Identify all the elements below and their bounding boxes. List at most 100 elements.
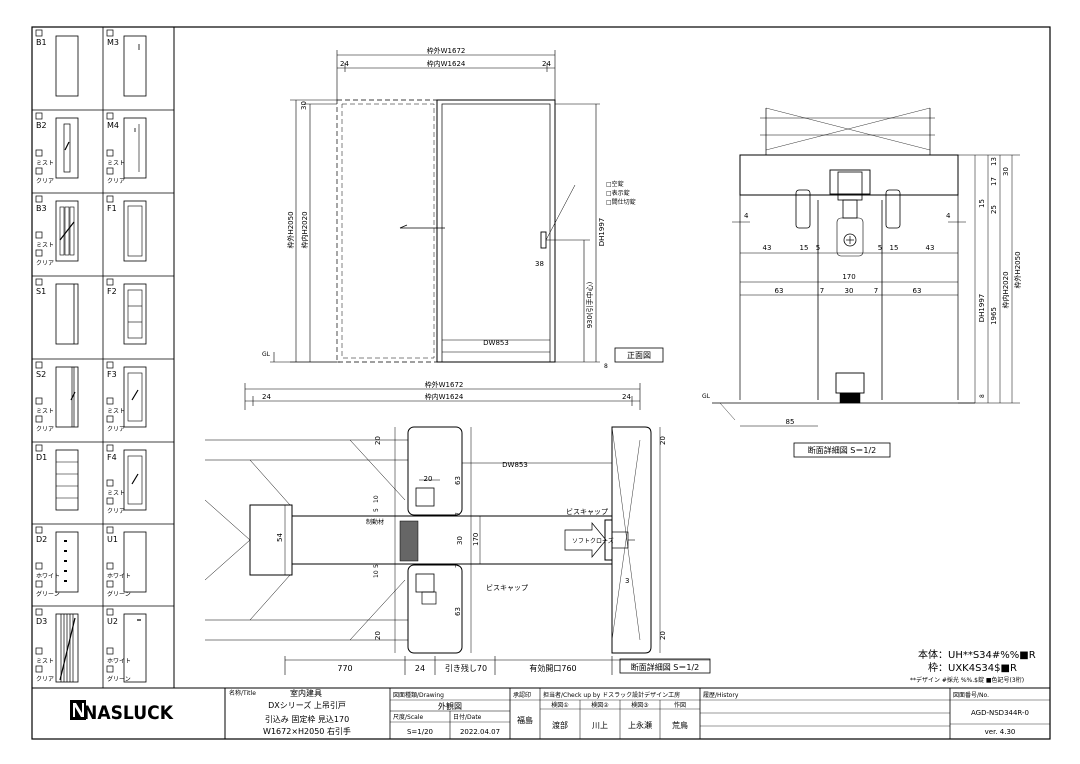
catalog-code: D3 (36, 617, 47, 626)
title-line: 室内建具 (290, 688, 322, 698)
lock-option: □空錠 (606, 180, 624, 188)
catalog-code: U1 (107, 535, 118, 544)
catalog-option: クリア (36, 676, 54, 683)
dim-25: 25 (990, 205, 998, 214)
dim-15: 15 (890, 244, 899, 252)
title-line: W1672×H2050 右引手 (263, 726, 351, 736)
catalog-code: F3 (107, 370, 117, 379)
dim-15: 15 (978, 199, 986, 208)
dim-5: 5 (373, 564, 380, 568)
spec-body: 本体：UH**S34#%%■R (918, 648, 1036, 661)
dim-7: 7 (874, 287, 878, 295)
catalog-code: F4 (107, 453, 117, 462)
dim-10: 10 (373, 570, 380, 578)
dim-5: 5 (816, 244, 820, 252)
dim-170: 170 (472, 533, 480, 546)
dim-door-width: DW853 (483, 339, 509, 347)
section-detail (712, 107, 1020, 458)
dim-handle-height: 930(引手中心) (585, 281, 594, 328)
dim-30: 30 (456, 536, 464, 545)
door-thumbnail (123, 200, 147, 262)
plan-section (204, 383, 711, 675)
catalog-code: B3 (36, 204, 47, 213)
approval-header: 承認印 (513, 691, 531, 699)
title-header: 名称/Title (229, 689, 256, 697)
version: ver. 4.30 (985, 728, 1016, 736)
catalog-option: クリア (36, 426, 54, 433)
catalog-option: ミスト (36, 658, 54, 665)
catalog-code: F1 (107, 204, 117, 213)
catalog-option: ミスト (107, 408, 125, 415)
catalog-option: クリア (107, 426, 125, 433)
sheet-border (31, 26, 1051, 740)
spec-frame: 枠：UXK4S34$■R (928, 661, 1017, 674)
dim-63: 63 (913, 287, 922, 295)
scale-value: S=1/20 (407, 728, 433, 736)
door-thumbnail (55, 366, 79, 428)
dim-20: 20 (659, 436, 667, 445)
dim-30: 30 (300, 101, 308, 110)
scale-header: 尺度/Scale (393, 713, 423, 721)
gl-mark: GL (262, 351, 271, 358)
view-label: 断面詳細図 S＝1/2 (808, 445, 877, 455)
screw-cap-label: ビスキャップ (566, 507, 608, 516)
door-thumbnail (123, 283, 147, 345)
title-line: 引込み 固定枠 見込170 (265, 714, 349, 724)
drawing-number: AGD-NSD344R-0 (971, 709, 1029, 717)
catalog-option: ホワイト (107, 573, 131, 580)
dim-inner-height: 枠内H2020 (1001, 271, 1010, 308)
catalog-option: グリーン (107, 675, 131, 683)
role: 検図② (591, 701, 609, 709)
dim-inner-width: 枠内W1624 (427, 59, 466, 68)
dim-30: 30 (1002, 167, 1010, 176)
door-thumbnail (55, 449, 79, 511)
catalog-option: ミスト (36, 408, 54, 415)
approval-name: 福島 (517, 715, 533, 725)
dim-5: 5 (878, 244, 882, 252)
dim-17: 17 (990, 177, 998, 186)
drawing-number-header: 図面番号/No. (953, 692, 989, 699)
brake-material-label: 制動材 (366, 518, 384, 526)
catalog-code: D2 (36, 535, 47, 544)
dim-63: 63 (775, 287, 784, 295)
dim-20: 20 (424, 475, 433, 483)
signature-name: 渡部 (552, 720, 568, 730)
catalog-option: クリア (107, 508, 125, 515)
dim-7: 7 (455, 512, 462, 516)
dim-outer-width: 枠外W1672 (427, 46, 466, 55)
spec-legend: **デザイン #採光 %%.$錠 ■色記号(3桁) (910, 676, 1024, 684)
dim-170: 170 (842, 273, 855, 281)
dim-63: 63 (454, 607, 462, 616)
catalog-option: グリーン (36, 590, 60, 598)
dim-20: 20 (659, 631, 667, 640)
dim-7: 7 (820, 287, 824, 295)
catalog-code: B2 (36, 121, 47, 130)
dim-43: 43 (763, 244, 772, 252)
drawing-type-header: 図面種類/Drawing (393, 691, 444, 699)
dim-inner-width: 枠内W1624 (425, 392, 464, 401)
role: 作図 (674, 701, 686, 709)
catalog-code: M3 (107, 38, 119, 47)
role: 検図① (551, 701, 568, 709)
door-thumbnail (55, 35, 79, 97)
door-catalog: B1 M3 B2 ミスト クリア M4 ミスト クリア B3 ミスト クリア (32, 27, 174, 688)
dim-54: 54 (276, 533, 284, 542)
dim-opening: 有効開口760 (529, 663, 576, 673)
detail-label: 断面詳細図 S＝1/2 (631, 662, 700, 672)
dim-770: 770 (337, 664, 352, 673)
dim-4: 4 (946, 212, 951, 220)
dim-15: 15 (800, 244, 809, 252)
catalog-option: クリア (36, 178, 54, 185)
signature-name: 上永瀬 (628, 720, 652, 730)
dim-1965: 1965 (990, 307, 998, 325)
door-thumbnail (55, 531, 79, 593)
catalog-option: ミスト (107, 490, 125, 497)
dim-4: 4 (744, 212, 749, 220)
view-label: 正面図 (627, 351, 651, 360)
dim-door-height: DH1997 (598, 218, 606, 246)
dim-24: 24 (340, 60, 349, 68)
signature-name: 川上 (592, 721, 608, 730)
catalog-option: ミスト (107, 160, 125, 167)
history-header: 履歴/History (703, 692, 739, 699)
catalog-code: S2 (36, 370, 46, 379)
